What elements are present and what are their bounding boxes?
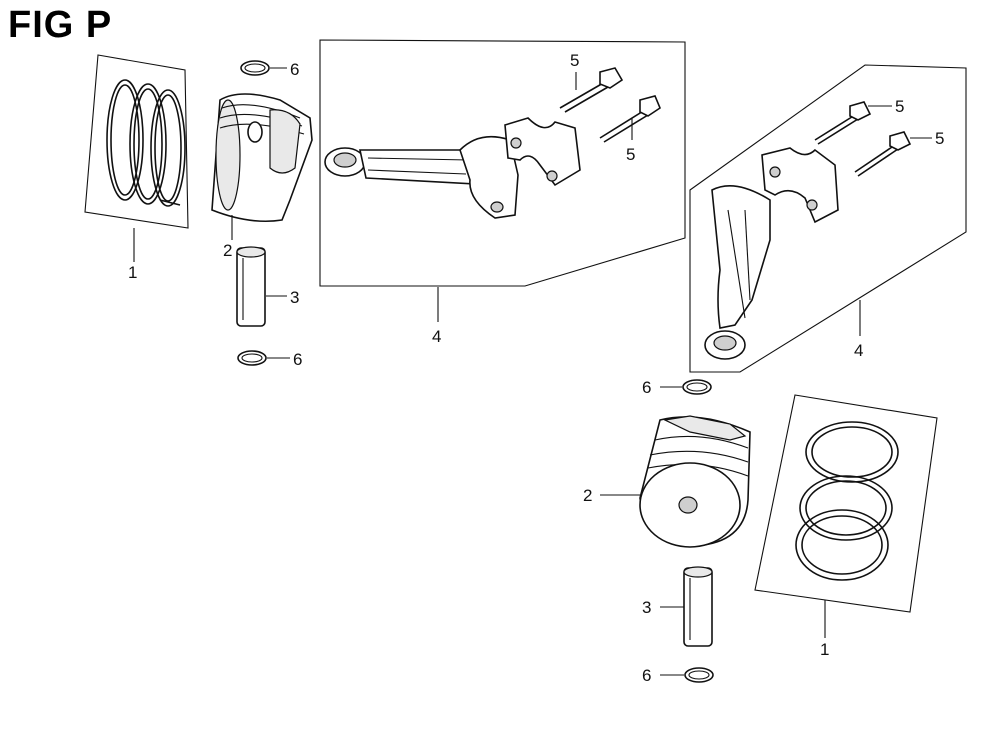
- left-piston-pin-clip-top[interactable]: [240, 60, 270, 76]
- right-connecting-rod[interactable]: [689, 64, 967, 373]
- left-ring-set[interactable]: [84, 54, 189, 229]
- callout-left-rod: 4: [432, 327, 441, 346]
- callout-right-bolt-b: 5: [935, 129, 944, 148]
- right-ring-set[interactable]: [754, 394, 938, 613]
- callout-right-rings: 1: [820, 640, 829, 659]
- callout-left-bolt-b: 5: [626, 145, 635, 164]
- callout-left-piston: 2: [223, 241, 232, 260]
- callout-left-pin: 3: [290, 288, 299, 307]
- callout-left-clip-top: 6: [290, 60, 299, 79]
- callout-left-rings: 1: [128, 263, 137, 282]
- right-piston-pin[interactable]: [683, 566, 713, 647]
- right-piston-pin-clip-top[interactable]: [682, 379, 712, 395]
- callout-right-piston: 2: [583, 486, 592, 505]
- callout-right-clip-top: 6: [642, 378, 651, 397]
- left-piston-pin-clip-bottom[interactable]: [237, 350, 267, 366]
- callout-right-clip-bottom: 6: [642, 666, 651, 685]
- right-piston-pin-clip-bottom[interactable]: [684, 667, 714, 683]
- left-piston-pin[interactable]: [236, 246, 266, 327]
- callout-left-clip-bottom: 6: [293, 350, 302, 369]
- left-piston[interactable]: [211, 93, 313, 223]
- callout-left-bolt-a: 5: [570, 51, 579, 70]
- figure-title: FIG P: [8, 4, 113, 46]
- left-connecting-rod[interactable]: [319, 39, 686, 287]
- callout-right-pin: 3: [642, 598, 651, 617]
- right-piston[interactable]: [639, 415, 751, 548]
- callout-right-bolt-a: 5: [895, 97, 904, 116]
- callout-right-rod: 4: [854, 341, 863, 360]
